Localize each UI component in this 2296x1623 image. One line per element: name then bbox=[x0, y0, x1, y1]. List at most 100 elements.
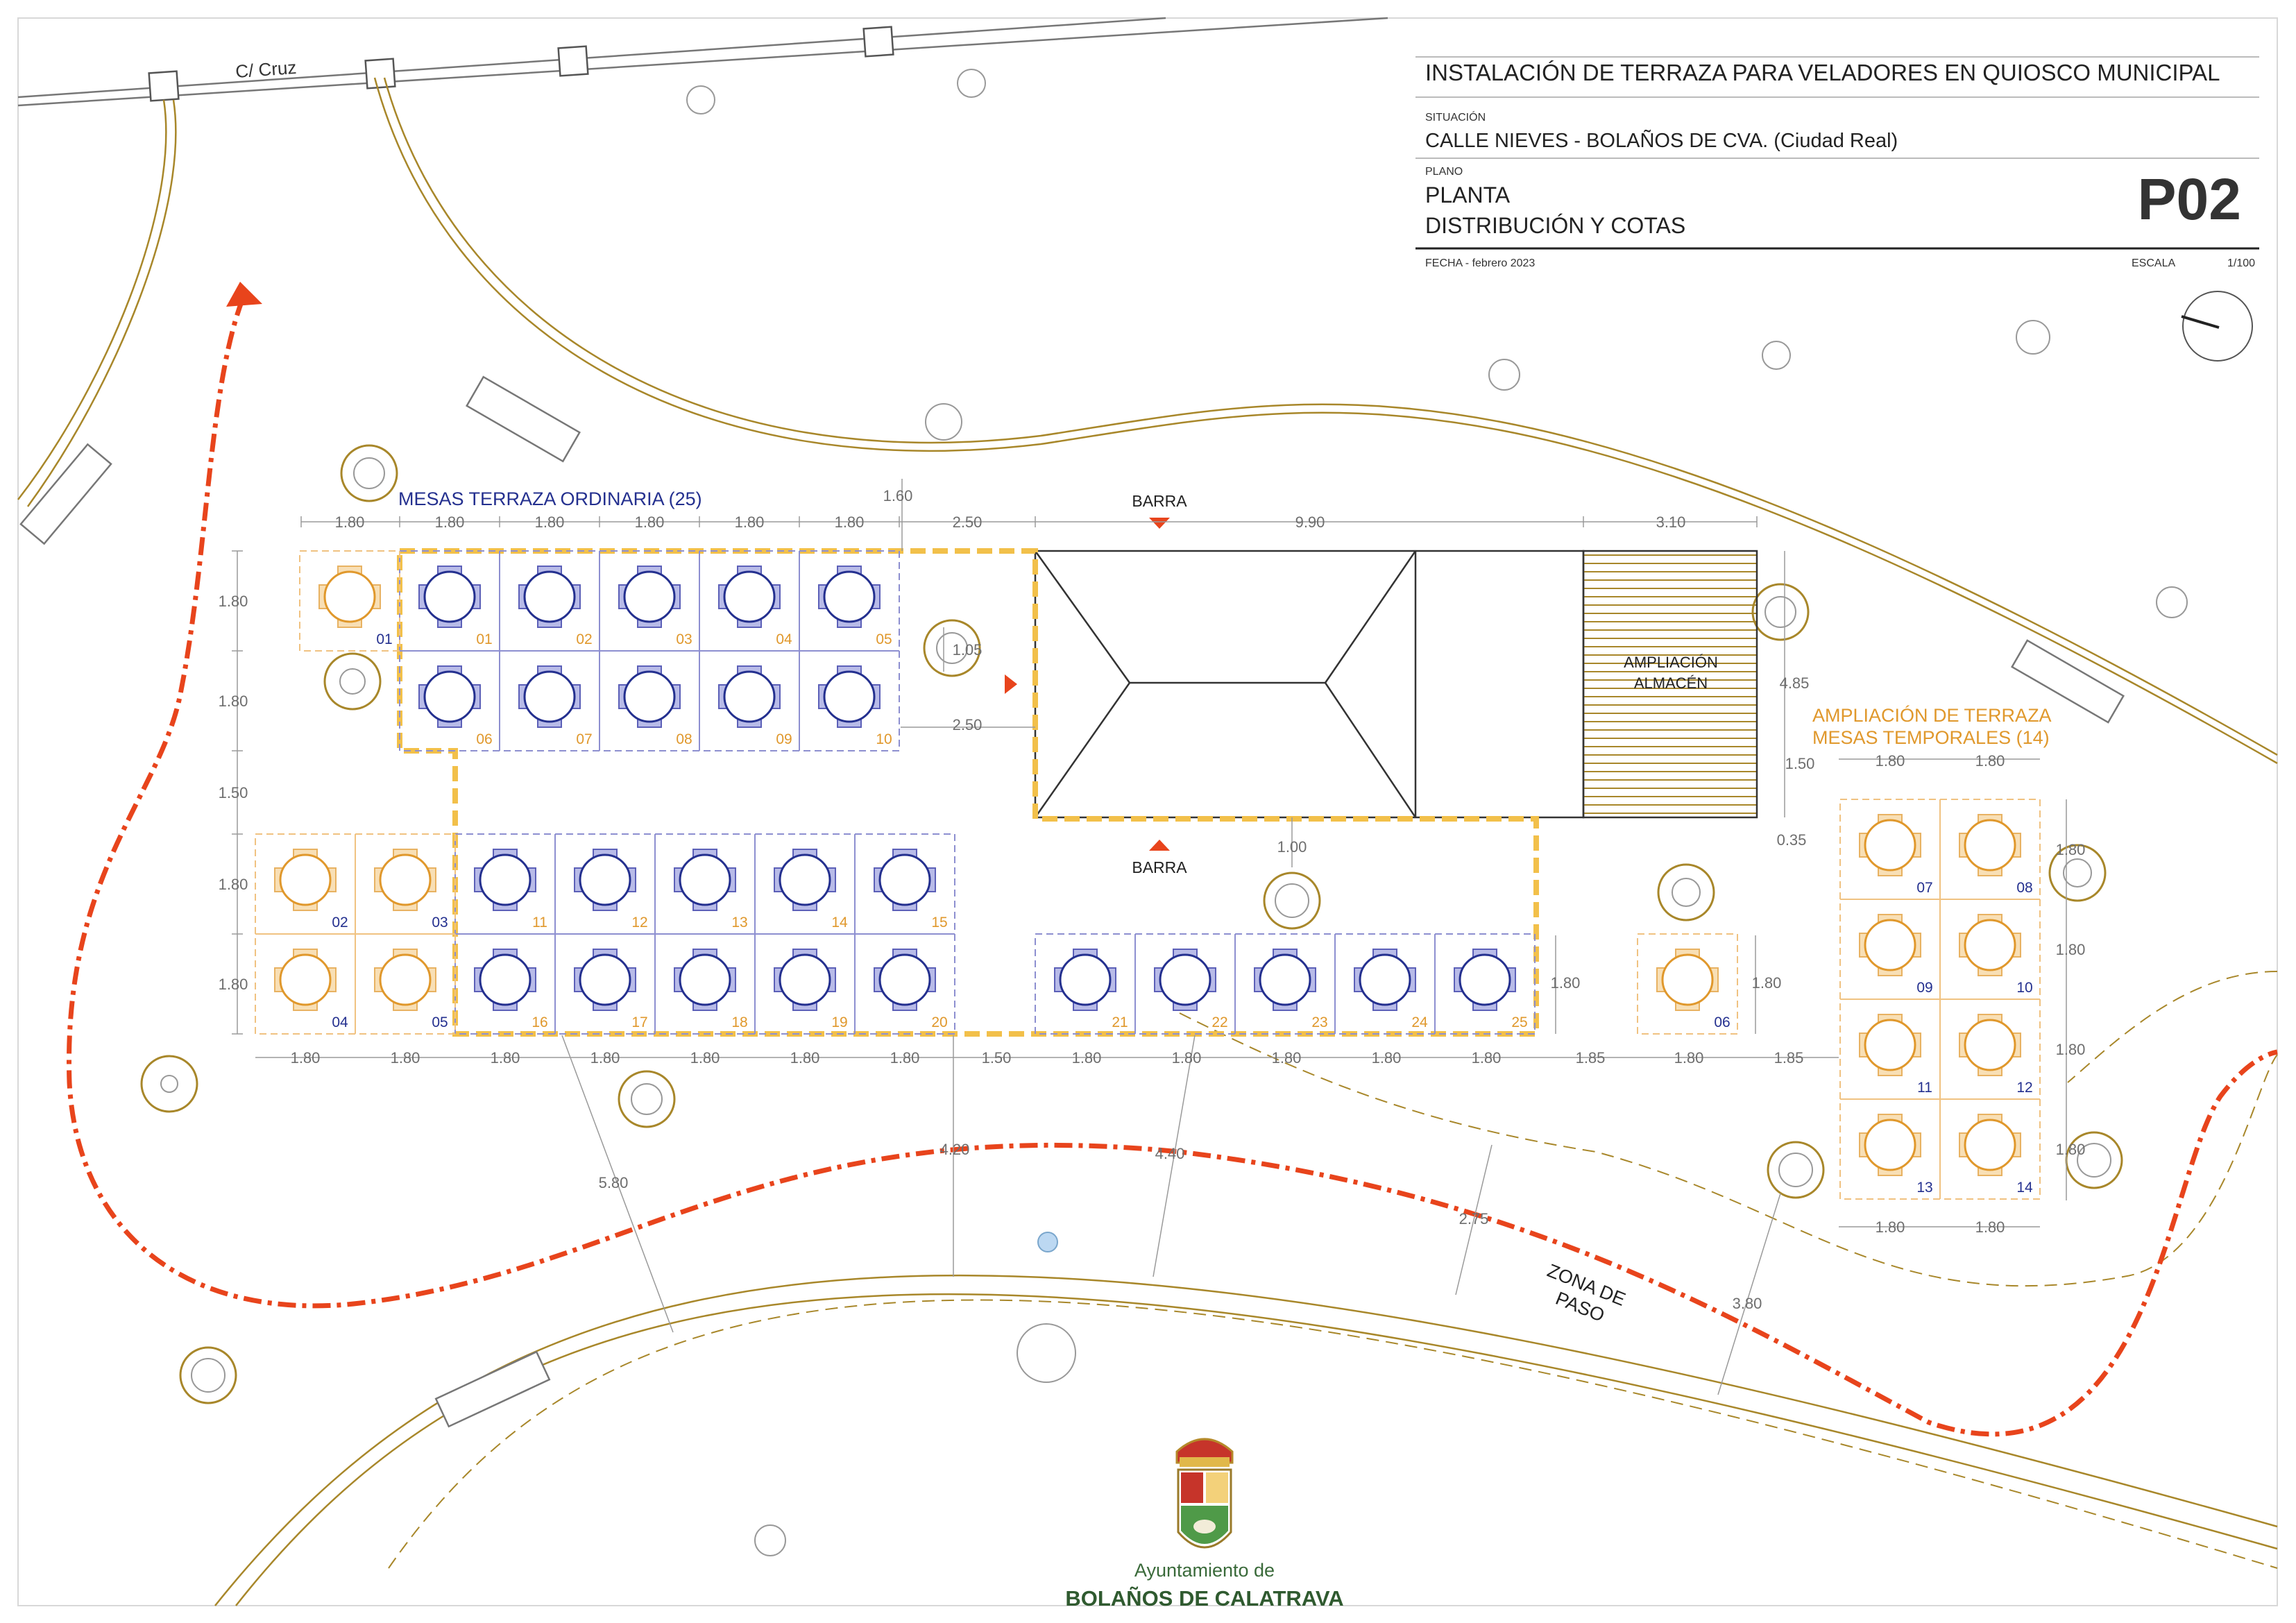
table-top bbox=[878, 853, 931, 906]
dim-top-250: 2.50 bbox=[953, 513, 983, 531]
dim-bottom-5: 1.80 bbox=[690, 1049, 720, 1067]
dim-left-150: 1.50 bbox=[219, 784, 248, 801]
dim-top-310: 3.10 bbox=[1656, 513, 1686, 531]
table-number: 21 bbox=[1112, 1014, 1128, 1030]
dim-top-6: 1.80 bbox=[835, 513, 865, 531]
table-top bbox=[1864, 919, 1916, 971]
dim-bottom-2: 1.80 bbox=[391, 1049, 420, 1067]
table-cell: 14 bbox=[754, 833, 856, 935]
table-number: 25 bbox=[1511, 1014, 1527, 1030]
dim-bottom-150: 1.50 bbox=[982, 1049, 1012, 1067]
garden-paths bbox=[17, 77, 2278, 1606]
dim-left-4: 1.80 bbox=[219, 976, 248, 993]
table-number: 09 bbox=[776, 731, 792, 747]
table-number: 19 bbox=[831, 1014, 847, 1030]
dim-left-1: 1.80 bbox=[219, 593, 248, 610]
table-area bbox=[854, 933, 955, 1035]
bar-marker-top-icon bbox=[1149, 518, 1170, 529]
table-area bbox=[799, 650, 900, 751]
situation-label: SITUACIÓN bbox=[1425, 110, 1486, 124]
dashed-paths bbox=[388, 971, 2278, 1569]
table-cell: 04 bbox=[699, 550, 800, 652]
table-area bbox=[1434, 933, 1536, 1035]
table-cell: 17 bbox=[554, 933, 656, 1035]
passage-zone-path bbox=[66, 297, 2278, 1437]
title-block: INSTALACIÓN DE TERRAZA PARA VELADORES EN… bbox=[1415, 56, 2259, 269]
table-cell: 05 bbox=[799, 550, 900, 652]
table-top bbox=[679, 853, 731, 906]
bar-marker-bottom-icon bbox=[1149, 840, 1170, 851]
table-top bbox=[878, 953, 931, 1006]
table-top bbox=[1864, 819, 1916, 872]
dim-temp-right-3: 1.80 bbox=[2056, 1041, 2086, 1058]
dim-top-5: 1.80 bbox=[735, 513, 765, 531]
dim-bottom-12: 1.80 bbox=[1472, 1049, 1502, 1067]
fountain-icon bbox=[1037, 1232, 1058, 1252]
street-bollards bbox=[148, 26, 894, 102]
table-top bbox=[423, 570, 476, 623]
dim-bottom-11: 1.80 bbox=[1372, 1049, 1402, 1067]
dim-275: 2.75 bbox=[1459, 1210, 1489, 1227]
table-cell: 18 bbox=[654, 933, 756, 1035]
ordinary-terrace-title: MESAS TERRAZA ORDINARIA (25) bbox=[398, 488, 702, 509]
dim-top-2: 1.80 bbox=[435, 513, 465, 531]
table-number: 02 bbox=[332, 915, 348, 931]
table-number: 04 bbox=[332, 1014, 348, 1030]
scale-label: ESCALA bbox=[2132, 257, 2175, 269]
dim-temp-right-4: 1.80 bbox=[2056, 1141, 2086, 1158]
date: FECHA - febrero 2023 bbox=[1425, 257, 1535, 269]
dim-left-2: 1.80 bbox=[219, 692, 248, 710]
table-number: 07 bbox=[1916, 880, 1932, 896]
dim-table06-height: 1.80 bbox=[1752, 974, 1782, 992]
table-top bbox=[323, 570, 376, 623]
table-cell: 03 bbox=[355, 833, 456, 935]
table-number: 24 bbox=[1411, 1014, 1428, 1030]
table-number: 01 bbox=[376, 631, 392, 647]
table-top bbox=[479, 853, 532, 906]
table-top bbox=[723, 570, 776, 623]
table-cell: 13 bbox=[654, 833, 756, 935]
dim-top-1: 1.80 bbox=[335, 513, 365, 531]
dim-bottom-13: 1.80 bbox=[1674, 1049, 1704, 1067]
table-top bbox=[423, 670, 476, 723]
table-number: 01 bbox=[476, 631, 492, 647]
table-cell: 03 bbox=[599, 550, 700, 652]
table-area bbox=[299, 550, 400, 652]
table-cell: 07 bbox=[499, 650, 600, 751]
table-number: 16 bbox=[532, 1014, 547, 1030]
table-number: 07 bbox=[576, 731, 592, 747]
temporary-terrace-title-1: AMPLIACIÓN DE TERRAZA bbox=[1812, 704, 2052, 726]
table-top bbox=[623, 670, 676, 723]
storage-extension bbox=[1582, 550, 1758, 819]
dim-485: 4.85 bbox=[1780, 674, 1810, 692]
table-top bbox=[1259, 953, 1311, 1006]
table-number: 08 bbox=[676, 731, 692, 747]
scale-value: 1/100 bbox=[2227, 257, 2255, 269]
logo-line-1: Ayuntamiento de bbox=[1134, 1560, 1275, 1581]
dim-temp-bot-2: 1.80 bbox=[1975, 1218, 2005, 1236]
table-number: 13 bbox=[1916, 1180, 1932, 1196]
table-cell: 01 bbox=[399, 550, 500, 652]
table-top bbox=[279, 853, 332, 906]
dim-temp-top-2: 1.80 bbox=[1975, 752, 2005, 770]
dim-bottom-185b: 1.85 bbox=[1774, 1049, 1804, 1067]
tree-grates bbox=[140, 444, 2123, 1404]
street-name: C/ Cruz bbox=[235, 57, 297, 82]
table-cell: 08 bbox=[599, 650, 700, 751]
dim-bottom-6: 1.80 bbox=[790, 1049, 820, 1067]
dim-380: 3.80 bbox=[1733, 1295, 1762, 1312]
table-top bbox=[1059, 953, 1112, 1006]
table-top bbox=[1964, 819, 2016, 872]
storage-label-2: ALMACÉN bbox=[1634, 674, 1708, 692]
table-area bbox=[1637, 933, 1738, 1035]
table-cell: 05 bbox=[355, 933, 456, 1035]
table-top bbox=[779, 953, 831, 1006]
plan-label: PLANO bbox=[1425, 166, 1463, 178]
table-top bbox=[1159, 953, 1211, 1006]
dim-temp-top-1: 1.80 bbox=[1876, 752, 1905, 770]
table-cell: 08 bbox=[1939, 799, 2041, 900]
table-top bbox=[779, 853, 831, 906]
table-number: 14 bbox=[2016, 1180, 2033, 1196]
dim-table21-height: 1.80 bbox=[1551, 974, 1581, 992]
